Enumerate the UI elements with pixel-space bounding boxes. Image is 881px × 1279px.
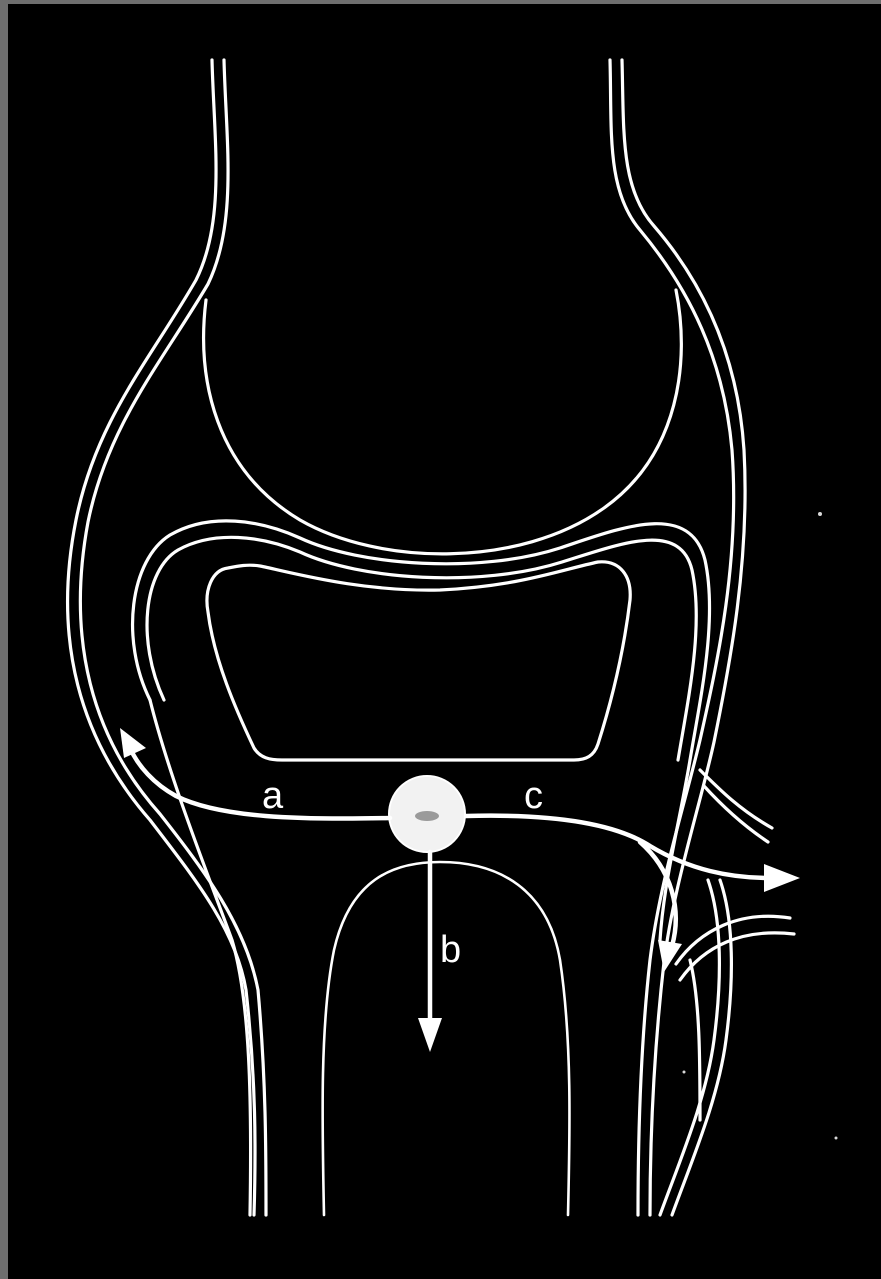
flow-b-arrowhead (418, 1018, 442, 1052)
central-sphere-mark (415, 811, 439, 821)
right-lower-capsule-extra-2 (672, 880, 731, 1215)
flow-c-line (466, 816, 770, 878)
speck-2 (683, 1071, 686, 1074)
label-a: a (262, 775, 284, 817)
upper-bone-head (204, 290, 682, 554)
label-b: b (440, 929, 461, 971)
outer-capsule-left-inner (80, 60, 266, 1215)
flow-c-branch-arrowhead (658, 940, 682, 972)
joint-cavity-inner (147, 537, 696, 760)
lower-bone-epiphysis (207, 562, 630, 760)
left-shaft-line (150, 700, 251, 1215)
tendon-lower-sheath (690, 960, 700, 1120)
label-c: c (524, 775, 543, 817)
flow-c-arrowhead (764, 864, 800, 892)
speck-1 (818, 512, 822, 516)
outer-capsule-left-outer (68, 60, 255, 1215)
speck-3 (835, 1137, 838, 1140)
tendon-upper-inner (704, 786, 768, 842)
lower-bone-canal (323, 862, 570, 1215)
flow-a-arrowhead (120, 728, 146, 758)
